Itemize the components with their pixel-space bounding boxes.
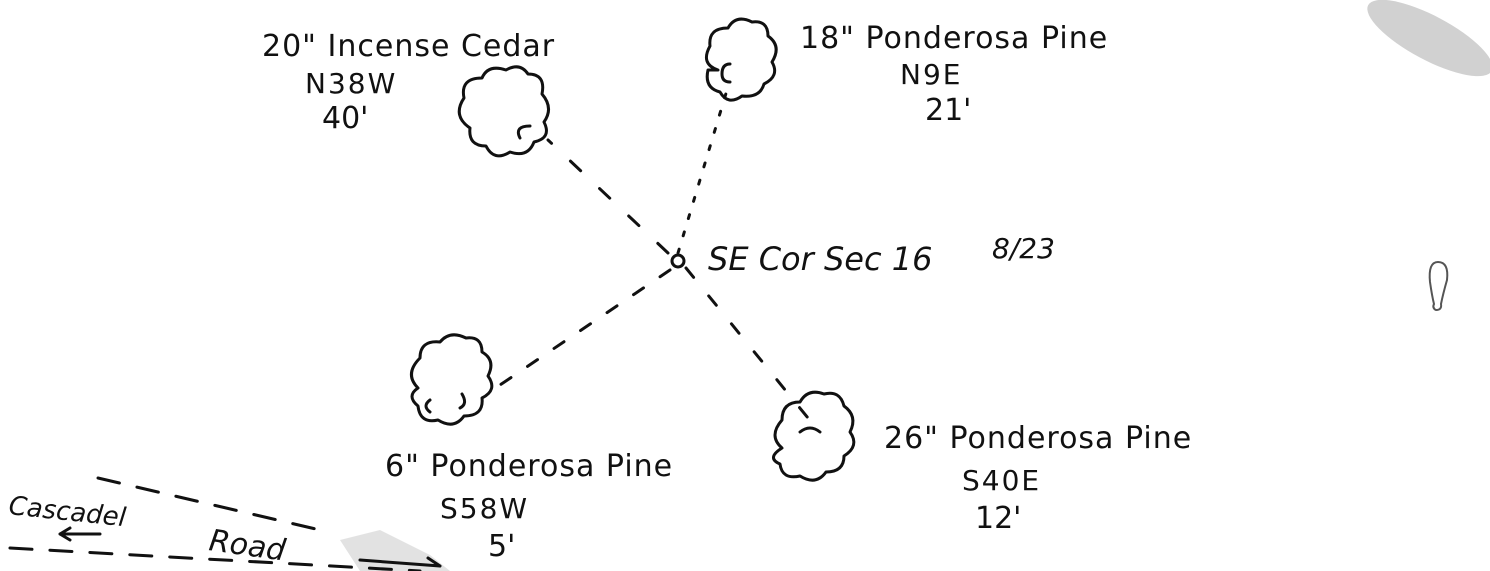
road-type-label: Road bbox=[207, 523, 289, 568]
tree-icon-ponderosa-ne bbox=[704, 17, 778, 102]
road-arrow-icon bbox=[58, 526, 102, 542]
section-corner-marker bbox=[670, 253, 686, 269]
tree-label-ponderosa-sw: 6" Ponderosa Pine bbox=[385, 449, 673, 484]
tree-bearing-incense-cedar: N38W bbox=[305, 67, 397, 100]
road-arrow-right-icon bbox=[358, 556, 442, 568]
corner-fraction: 8/23 bbox=[992, 232, 1055, 265]
tree-label-incense-cedar: 20" Incense Cedar bbox=[262, 29, 555, 64]
road-edge-upper bbox=[96, 476, 322, 532]
tree-distance-incense-cedar: 40' bbox=[322, 101, 368, 136]
tie-line-ponderosa-sw bbox=[498, 268, 672, 387]
tie-line-ponderosa-ne bbox=[676, 88, 729, 255]
tree-distance-ponderosa-se: 12' bbox=[975, 501, 1021, 536]
ink-smudge-top-right bbox=[1367, 0, 1490, 77]
tie-line-incense-cedar bbox=[546, 138, 670, 255]
tree-icon-incense-cedar bbox=[457, 65, 550, 158]
tree-label-ponderosa-se: 26" Ponderosa Pine bbox=[884, 421, 1192, 456]
tree-distance-ponderosa-sw: 5' bbox=[488, 529, 515, 564]
road-edge-lower bbox=[8, 546, 422, 571]
tree-icon-ponderosa-se bbox=[772, 390, 856, 482]
keyhole-mark bbox=[1428, 260, 1449, 312]
tree-bearing-ponderosa-se: S40E bbox=[962, 464, 1041, 497]
road-name-label: Cascadel bbox=[7, 491, 128, 533]
tree-bearing-ponderosa-sw: S58W bbox=[440, 492, 529, 525]
tree-bearing-ponderosa-ne: N9E bbox=[900, 58, 962, 91]
corner-label: SE Cor Sec 16 bbox=[708, 240, 932, 278]
tie-line-ponderosa-se bbox=[684, 266, 810, 420]
tree-icon-ponderosa-sw bbox=[410, 333, 494, 426]
tree-distance-ponderosa-ne: 21' bbox=[925, 93, 971, 128]
tree-label-ponderosa-ne: 18" Ponderosa Pine bbox=[800, 21, 1108, 56]
